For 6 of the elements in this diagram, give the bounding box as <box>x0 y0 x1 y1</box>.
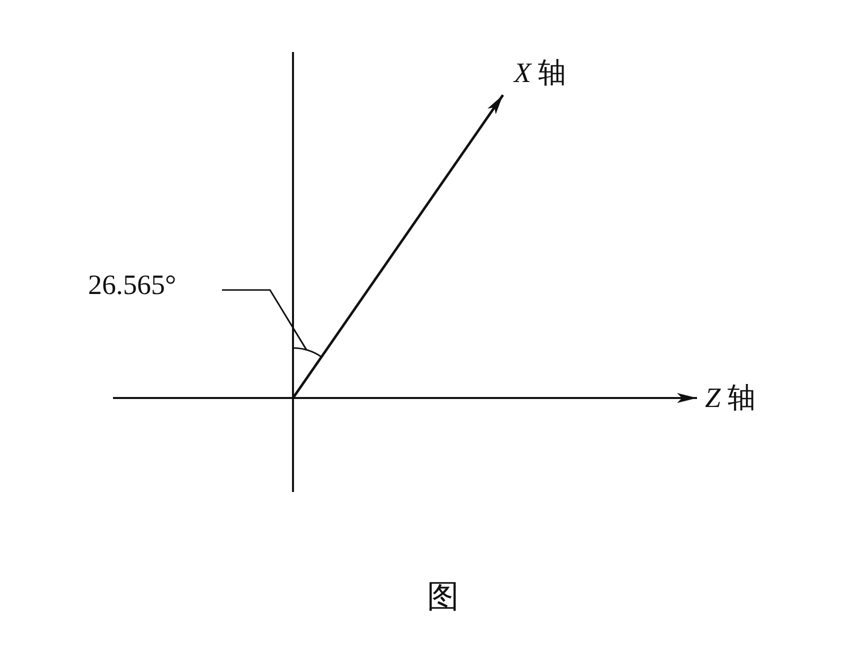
angle-arc <box>292 347 322 358</box>
axis-label: Z 轴 <box>705 385 756 413</box>
axis-label: X 轴 <box>514 60 566 88</box>
angle-label: 26.565° <box>88 272 176 300</box>
leader-line <box>222 289 308 350</box>
caption: 图 <box>427 580 459 612</box>
